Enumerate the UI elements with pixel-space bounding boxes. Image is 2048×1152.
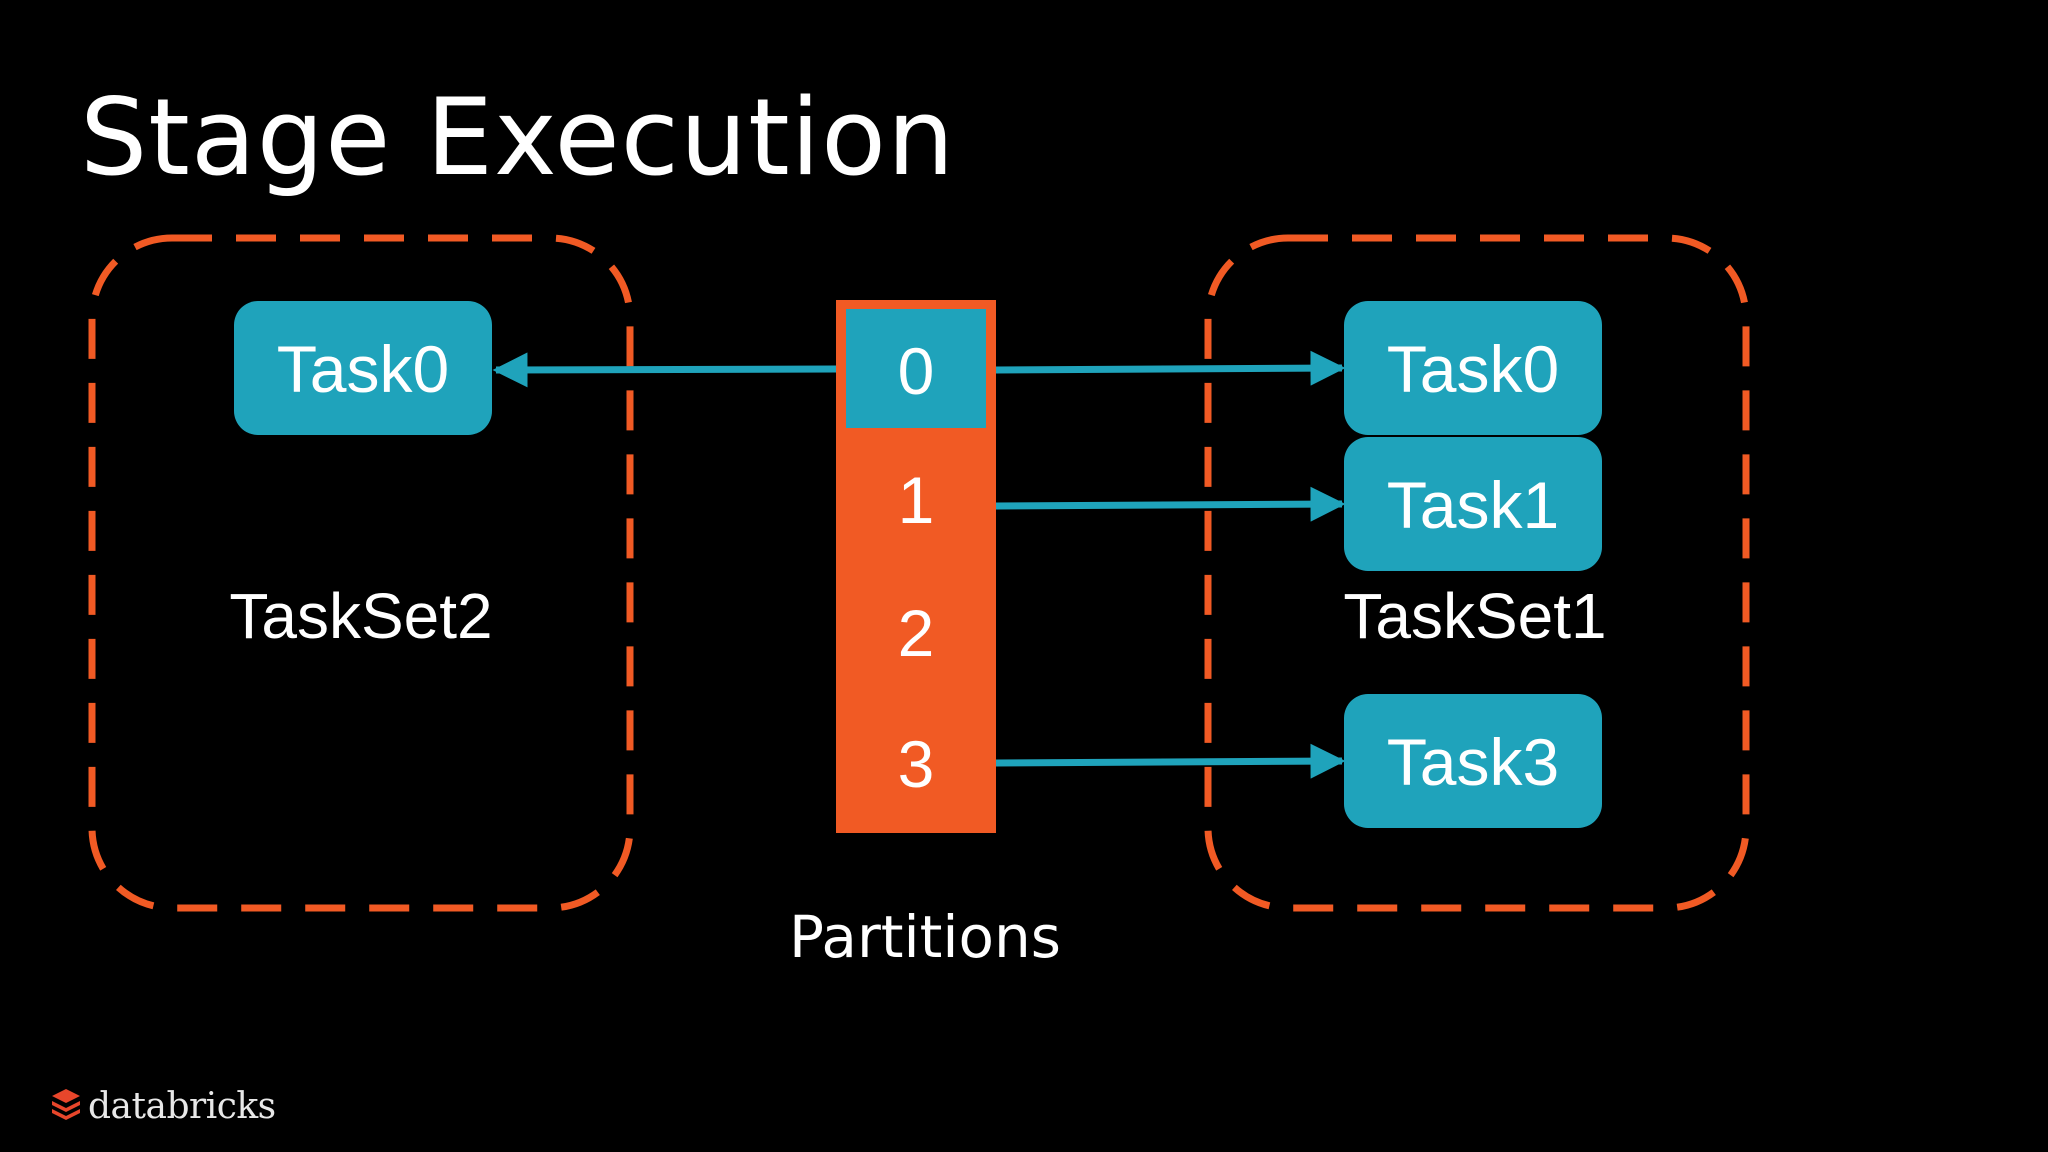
- partition-2: 2: [898, 596, 935, 670]
- taskset1-task0: Task0: [1344, 301, 1602, 435]
- taskset1-task1: Task1: [1344, 437, 1602, 571]
- taskset1-label: TaskSet1: [1343, 580, 1606, 652]
- partitions-column: 0 1 2 3: [836, 300, 996, 833]
- taskset1-task1-label: Task1: [1387, 468, 1559, 542]
- partition-0-highlight: [846, 309, 986, 428]
- logo-text: databricks: [88, 1085, 276, 1127]
- databricks-stack-icon: [50, 1087, 82, 1126]
- partitions-caption: Partitions: [789, 903, 1061, 971]
- arrow-p0-to-taskset1-task0: [995, 350, 1346, 386]
- taskset1-task3: Task3: [1344, 694, 1602, 828]
- slide-title: Stage Execution: [80, 76, 956, 199]
- arrow-p3-to-taskset1-task3: [995, 743, 1346, 779]
- taskset2-label: TaskSet2: [229, 580, 492, 652]
- databricks-logo: databricks: [50, 1083, 276, 1129]
- arrow-p0-to-taskset2-task0: [492, 352, 837, 388]
- partition-0: 0: [898, 334, 935, 408]
- arrow-p1-to-taskset1-task1: [995, 486, 1346, 522]
- partition-3: 3: [898, 727, 935, 801]
- taskset1-task3-label: Task3: [1387, 725, 1559, 799]
- taskset1-task0-label: Task0: [1387, 332, 1559, 406]
- taskset2-task0: Task0: [234, 301, 492, 435]
- partition-1: 1: [898, 463, 935, 537]
- taskset2-task0-label: Task0: [277, 332, 449, 406]
